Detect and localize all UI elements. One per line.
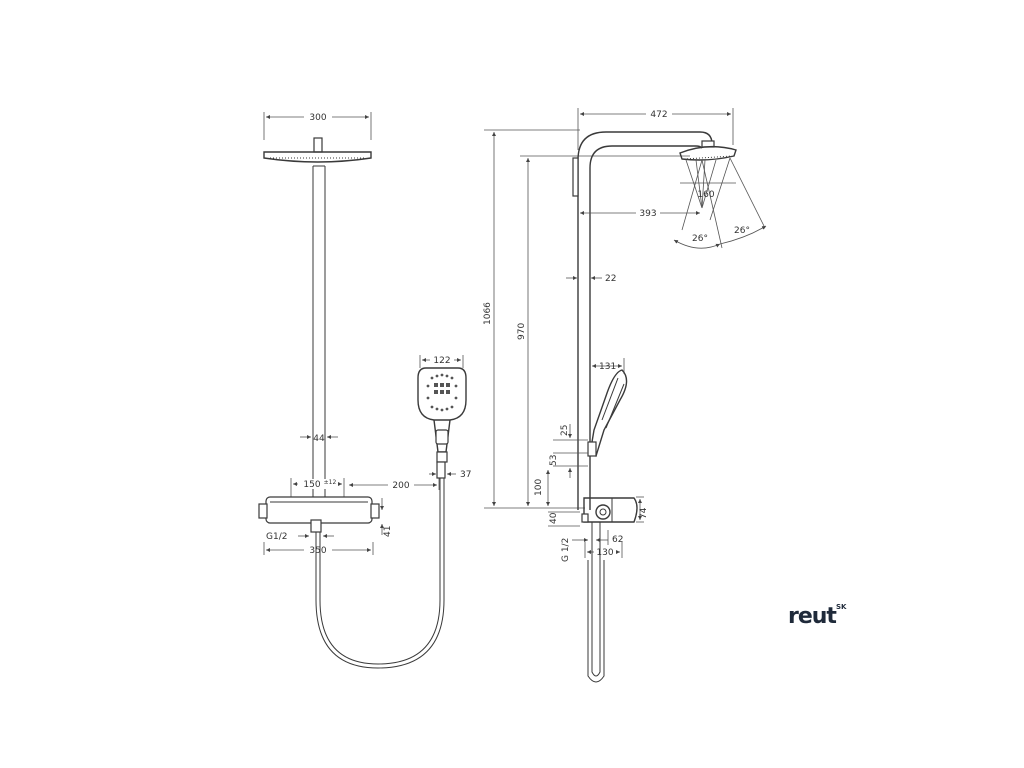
svg-text:22: 22	[605, 274, 616, 284]
svg-text:970: 970	[517, 323, 527, 340]
dim-arm-reach: 393	[580, 208, 700, 219]
dim-small-vertical: 25 53	[549, 424, 588, 478]
svg-text:472: 472	[650, 110, 667, 120]
dim-thermostat-width: 350	[263, 542, 374, 556]
svg-text:62: 62	[612, 535, 623, 545]
dim-pipe-offset: 22	[566, 274, 616, 284]
thermostat-side	[581, 497, 638, 523]
dim-holder-width: 37	[429, 470, 471, 480]
dim-total-reach: 472	[577, 108, 734, 150]
svg-text:122: 122	[433, 356, 450, 366]
hand-shower-side	[587, 369, 628, 457]
shower-hose-side	[587, 522, 605, 683]
svg-text:44: 44	[313, 434, 325, 444]
svg-text:26°: 26°	[734, 226, 750, 236]
svg-text:reut: reut	[788, 604, 837, 629]
svg-text:300: 300	[309, 113, 326, 123]
svg-text:74: 74	[639, 507, 649, 519]
dim-62: 62	[607, 530, 623, 545]
dim-100: 100	[534, 470, 550, 506]
dim-thread-side: G 1/2	[561, 538, 608, 562]
overhead-shower-side	[679, 140, 737, 161]
dim-thread-front: G1/2	[266, 532, 334, 542]
svg-text:25: 25	[560, 425, 570, 436]
svg-text:160: 160	[697, 190, 714, 200]
svg-text:G1/2: G1/2	[266, 532, 287, 542]
svg-text:150: 150	[303, 480, 320, 490]
dim-total-height: 1066	[483, 129, 580, 506]
svg-text:37: 37	[460, 470, 471, 480]
dim-bar-spacing: 150 ±12	[290, 478, 345, 500]
svg-text:G 1/2: G 1/2	[561, 538, 571, 562]
hand-shower: 122	[417, 355, 467, 479]
svg-text:26°: 26°	[692, 234, 708, 244]
dim-head-height: 970	[517, 155, 690, 506]
thermostat-bar	[258, 496, 380, 533]
dim-40: 40	[548, 511, 580, 527]
svg-text:40: 40	[549, 512, 559, 524]
svg-text:200: 200	[392, 481, 409, 491]
svg-text:SK: SK	[836, 603, 847, 611]
side-view: 472 1066 970	[483, 108, 767, 683]
svg-text:53: 53	[549, 455, 559, 466]
dim-thermostat-height: 41	[380, 498, 393, 537]
svg-text:41: 41	[383, 526, 393, 537]
svg-text:393: 393	[639, 209, 656, 219]
svg-text:130: 130	[596, 548, 613, 558]
dim-74: 74	[636, 496, 649, 523]
svg-text:±12: ±12	[324, 479, 337, 486]
overhead-shower	[263, 137, 372, 163]
shower-pipe	[312, 165, 326, 498]
spray-angles: 160 26° 26°	[673, 157, 767, 249]
shower-hose	[315, 478, 445, 669]
svg-text:350: 350	[309, 546, 326, 556]
svg-text:131: 131	[599, 362, 616, 372]
dim-holder-offset: 200	[349, 478, 440, 491]
dim-overhead-width: 300	[263, 112, 372, 140]
dim-pipe-width: 44	[300, 434, 338, 444]
svg-text:1066: 1066	[483, 302, 493, 325]
brand-logo: reut SK	[788, 603, 847, 629]
svg-text:100: 100	[534, 479, 544, 496]
front-view: 300 44 150 ±12	[258, 112, 471, 669]
